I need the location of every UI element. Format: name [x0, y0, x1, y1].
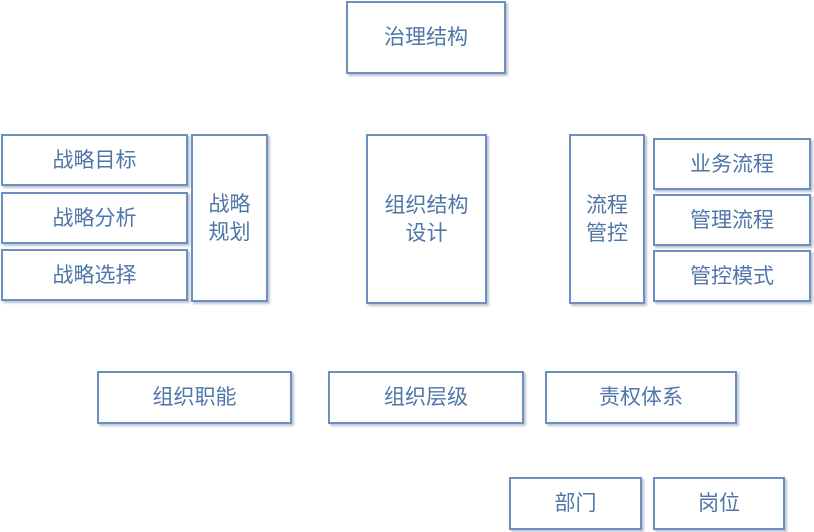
- node-governance-structure: 治理结构: [346, 1, 506, 74]
- node-department-label: 部门: [554, 491, 597, 516]
- node-control-mode: 管控模式: [653, 250, 811, 302]
- node-org-structure-design-label-1: 组织结构: [384, 192, 469, 217]
- node-management-process: 管理流程: [653, 194, 811, 246]
- node-strategic-choice-label: 战略选择: [52, 262, 137, 287]
- node-org-structure-design-label-2: 设计: [405, 221, 448, 245]
- node-strategic-planning: 战略 规划: [191, 134, 268, 302]
- node-control-mode-label: 管控模式: [690, 263, 774, 288]
- node-business-process-label: 业务流程: [690, 151, 774, 176]
- node-strategic-goals-label: 战略目标: [52, 147, 137, 172]
- node-org-structure-design: 组织结构 设计: [366, 134, 487, 304]
- node-department: 部门: [509, 477, 642, 530]
- node-governance-structure-label: 治理结构: [384, 25, 468, 50]
- node-position-label: 岗位: [698, 491, 740, 516]
- node-process-control: 流程 管控: [569, 134, 645, 304]
- node-position: 岗位: [653, 477, 785, 530]
- node-org-functions: 组织职能: [97, 371, 292, 424]
- node-business-process: 业务流程: [653, 138, 811, 190]
- node-management-process-label: 管理流程: [690, 207, 774, 232]
- node-strategic-analysis-label: 战略分析: [52, 205, 137, 230]
- node-process-control-label-2: 管控: [586, 221, 628, 245]
- node-authority-system-label: 责权体系: [599, 385, 683, 410]
- node-strategic-choice: 战略选择: [1, 249, 188, 301]
- node-process-control-label-1: 流程: [586, 192, 628, 217]
- node-strategic-analysis: 战略分析: [1, 192, 188, 244]
- node-org-levels: 组织层级: [328, 371, 524, 424]
- node-org-functions-label: 组织职能: [152, 385, 237, 410]
- node-strategic-planning-label-1: 战略: [208, 191, 251, 216]
- node-authority-system: 责权体系: [545, 371, 737, 424]
- node-org-levels-label: 组织层级: [384, 385, 468, 410]
- node-strategic-goals: 战略目标: [1, 134, 188, 186]
- node-strategic-planning-label-2: 规划: [208, 220, 251, 244]
